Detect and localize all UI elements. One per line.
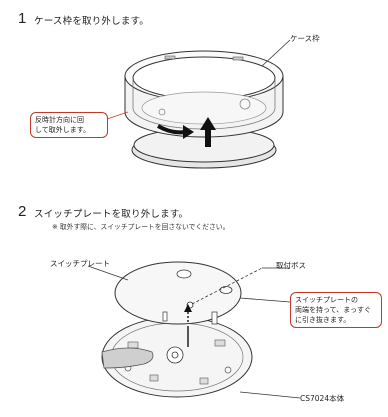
step-1-callout-line-2: して取外します。 — [35, 126, 91, 134]
step-2-note: ※ 取外す際に、スイッチプレートを回さないでください。 — [52, 223, 230, 231]
rotate-arrow-icon — [157, 124, 186, 135]
mount-boss-label: 取付ボス — [276, 261, 306, 270]
step-2-number: 2 — [18, 203, 27, 220]
unit-label: CS7024本体 — [300, 394, 345, 403]
hand-icon — [101, 347, 154, 369]
up-arrow-icon — [200, 117, 216, 130]
step-2-instruction: スイッチプレートを取り外します。 — [34, 209, 189, 220]
step-1-instruction: ケース枠を取り外します。 — [34, 16, 149, 27]
step-2-callout-line-3: に引き抜きます。 — [295, 316, 351, 324]
step-1-callout-line-1: 反時計方向に回 — [35, 116, 84, 124]
pull-arrow-icon — [184, 304, 192, 312]
step-2-callout-line-1: スイッチプレートの — [295, 296, 358, 304]
step-1-callout: 反時計方向に回 して取外します。 — [30, 112, 108, 138]
case-frame-label: ケース枠 — [290, 34, 320, 43]
step-2-callout-line-2: 両端を持って、まっすぐ — [295, 306, 372, 314]
step-1-number: 1 — [18, 10, 27, 27]
switch-plate — [114, 261, 242, 325]
step-2-callout: スイッチプレートの 両端を持って、まっすぐ に引き抜きます。 — [290, 292, 382, 328]
switch-plate-label: スイッチプレート — [50, 259, 110, 268]
